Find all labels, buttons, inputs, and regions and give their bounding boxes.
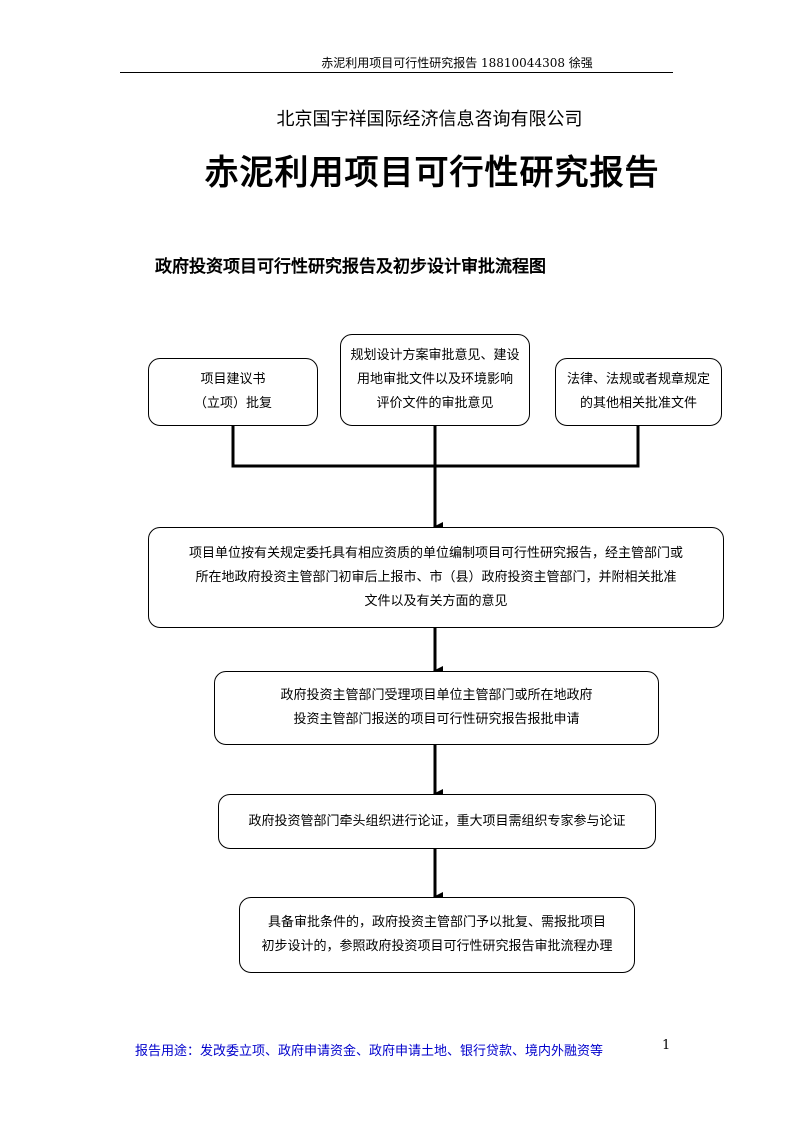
header-rule (120, 72, 673, 73)
node-planning: 规划设计方案审批意见、建设用地审批文件以及环境影响评价文件的审批意见 (340, 334, 530, 426)
node-proposal-line: 项目建议书 (200, 372, 266, 387)
node-approve-line: 具备审批条件的，政府投资主管部门予以批复、需报批项目 (267, 915, 606, 930)
node-review-line: 政府投资管部门牵头组织进行论证，重大项目需组织专家参与论证 (248, 813, 626, 829)
node-compile-line: 所在地政府投资主管部门初审后上报市、市（县）政府投资主管部门，并附相关批准 (195, 569, 677, 585)
footer-usage-text: 报告用途：发改委立项、政府申请资金、政府申请土地、银行贷款、境内外融资等 (135, 1044, 604, 1059)
report-title: 赤泥利用项目可行性研究报告 (204, 153, 660, 193)
node-planning-line: 用地审批文件以及环境影响 (356, 372, 513, 387)
node-compile-line: 项目单位按有关规定委托具有相应资质的单位编制项目可行性研究报告，经主管部门或 (188, 545, 683, 561)
node-accept-line: 政府投资主管部门受理项目单位主管部门或所在地政府 (280, 688, 593, 703)
node-approve: 具备审批条件的，政府投资主管部门予以批复、需报批项目初步设计的，参照政府投资项目… (239, 897, 635, 973)
node-accept: 政府投资主管部门受理项目单位主管部门或所在地政府投资主管部门报送的项目可行性研究… (214, 671, 659, 745)
node-compile: 项目单位按有关规定委托具有相应资质的单位编制项目可行性研究报告，经主管部门或所在… (148, 527, 724, 628)
page-number: 1 (662, 1038, 671, 1053)
node-laws-line: 的其他相关批准文件 (579, 396, 697, 411)
node-accept-line: 投资主管部门报送的项目可行性研究报告报批申请 (293, 712, 580, 727)
node-laws: 法律、法规或者规章规定的其他相关批准文件 (555, 358, 722, 426)
page-header: 赤泥利用项目可行性研究报告 18810044308 徐强 (321, 56, 593, 70)
node-laws-line: 法律、法规或者规章规定 (566, 372, 710, 387)
node-review: 政府投资管部门牵头组织进行论证，重大项目需组织专家参与论证 (218, 794, 656, 849)
node-compile-line: 文件以及有关方面的意见 (364, 593, 508, 609)
node-proposal: 项目建议书 （立项）批复 (148, 358, 318, 426)
node-approve-line: 初步设计的，参照政府投资项目可行性研究报告审批流程办理 (261, 939, 613, 954)
flowchart-title: 政府投资项目可行性研究报告及初步设计审批流程图 (155, 257, 546, 277)
company-name: 北京国宇祥国际经济信息咨询有限公司 (276, 109, 583, 130)
node-planning-line: 评价文件的审批意见 (376, 396, 494, 411)
node-proposal-line: （立项）批复 (193, 396, 272, 411)
node-planning-line: 规划设计方案审批意见、建设 (350, 348, 520, 363)
